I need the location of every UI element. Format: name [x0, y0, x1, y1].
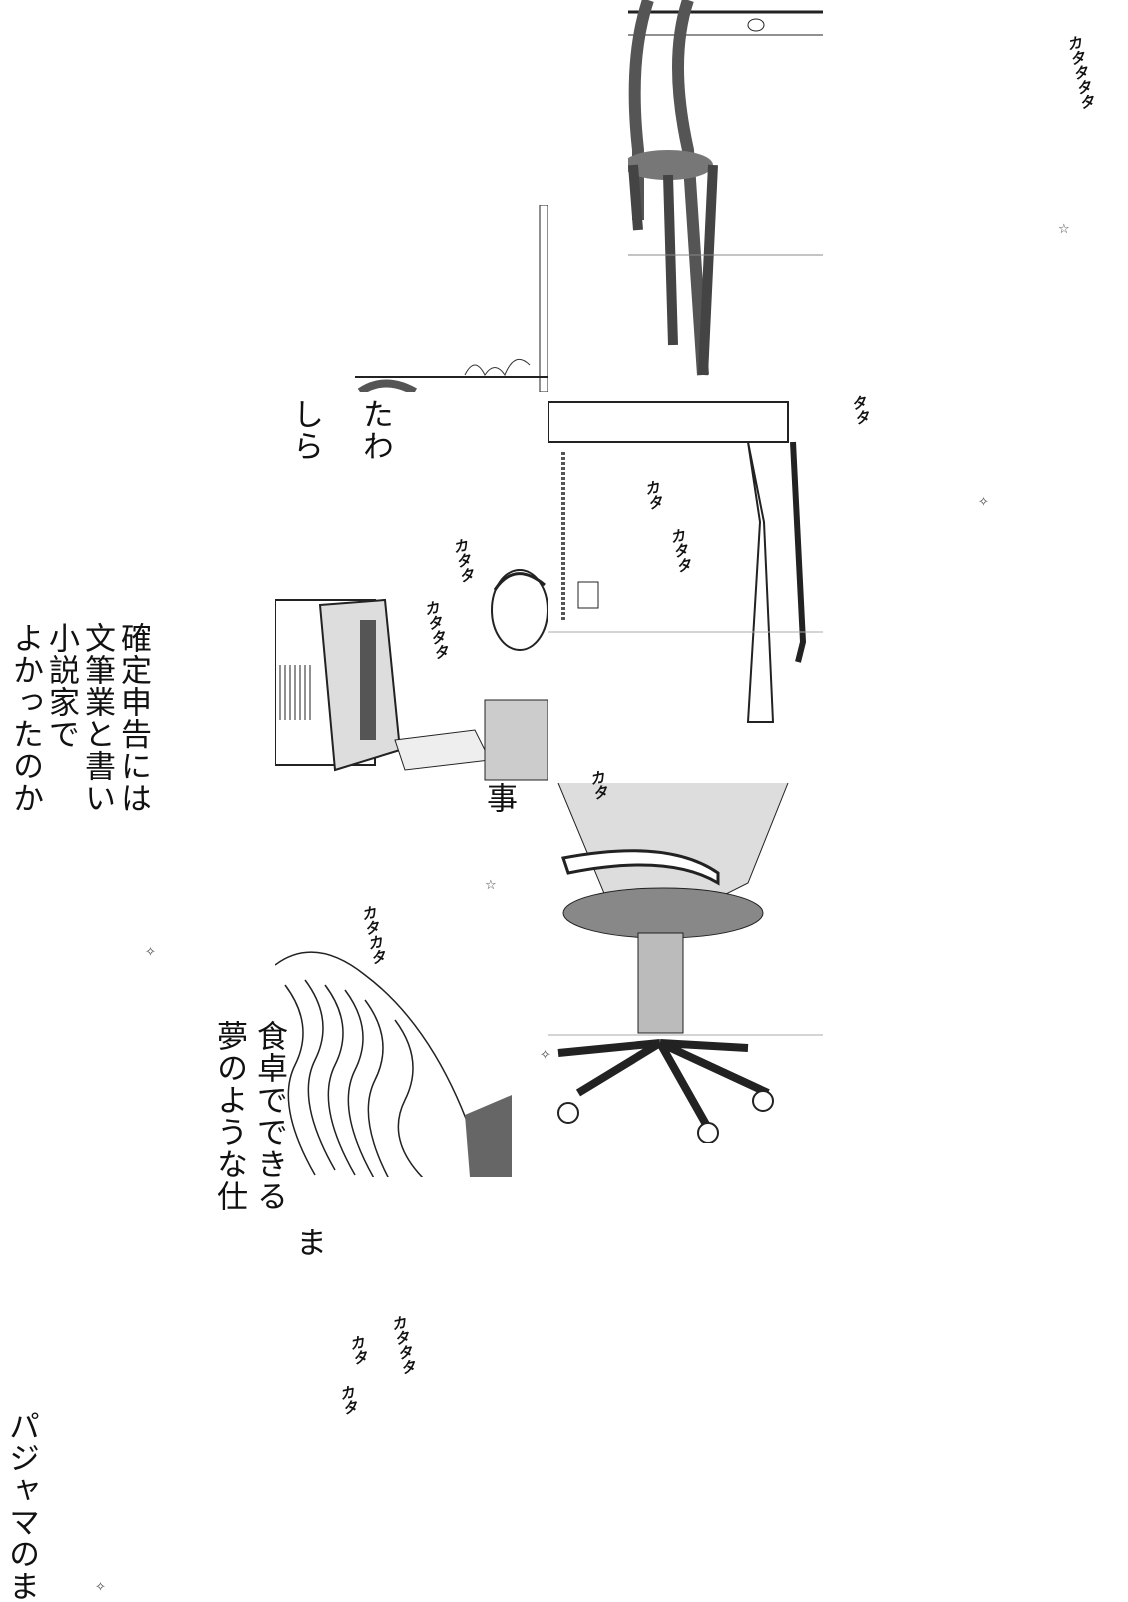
panel-office-chair	[548, 783, 823, 1143]
panel-wooden-chair	[628, 0, 823, 380]
caption-tax-line-2: 文筆業と書い	[79, 622, 115, 814]
sfx-katata: カタタタ	[387, 1313, 419, 1377]
panel-woman-hair	[275, 945, 512, 1177]
caption-pajamas: パジャマのま	[3, 1410, 39, 1602]
caption-dream-fragment: ま	[290, 1226, 326, 1258]
sfx-katata: カタ	[336, 1383, 360, 1417]
star-icon: ☆	[485, 878, 497, 893]
panel-typing-writer	[275, 560, 548, 783]
caption-tax-line-4: よかったのか	[7, 622, 43, 814]
sfx-katata: カタタタタ	[1063, 33, 1097, 112]
caption-tax-line-1: 確定申告には	[115, 622, 151, 814]
star-icon: ✧	[978, 495, 989, 510]
caption-tax-line-3: 小説家で	[43, 622, 79, 750]
star-icon: ☆	[1058, 222, 1070, 237]
sfx-katata: タタ	[848, 393, 872, 427]
panel-table-legs	[548, 392, 823, 760]
sfx-katata: カタ	[346, 1333, 370, 1367]
caption-dream-line-2: 夢のような仕	[211, 1020, 247, 1212]
caption-fragment-1: たわ	[357, 398, 393, 462]
sfx-katata: カタ	[586, 768, 610, 802]
caption-work-fragment: 事	[481, 782, 517, 814]
star-icon: ✧	[95, 1580, 106, 1595]
star-icon: ✧	[145, 945, 156, 960]
caption-dream-line-1: 食卓でできる	[251, 1020, 287, 1212]
star-icon: ✧	[540, 1048, 551, 1063]
panel-desk-edge	[355, 205, 548, 392]
caption-fragment-2: しら	[287, 398, 323, 462]
